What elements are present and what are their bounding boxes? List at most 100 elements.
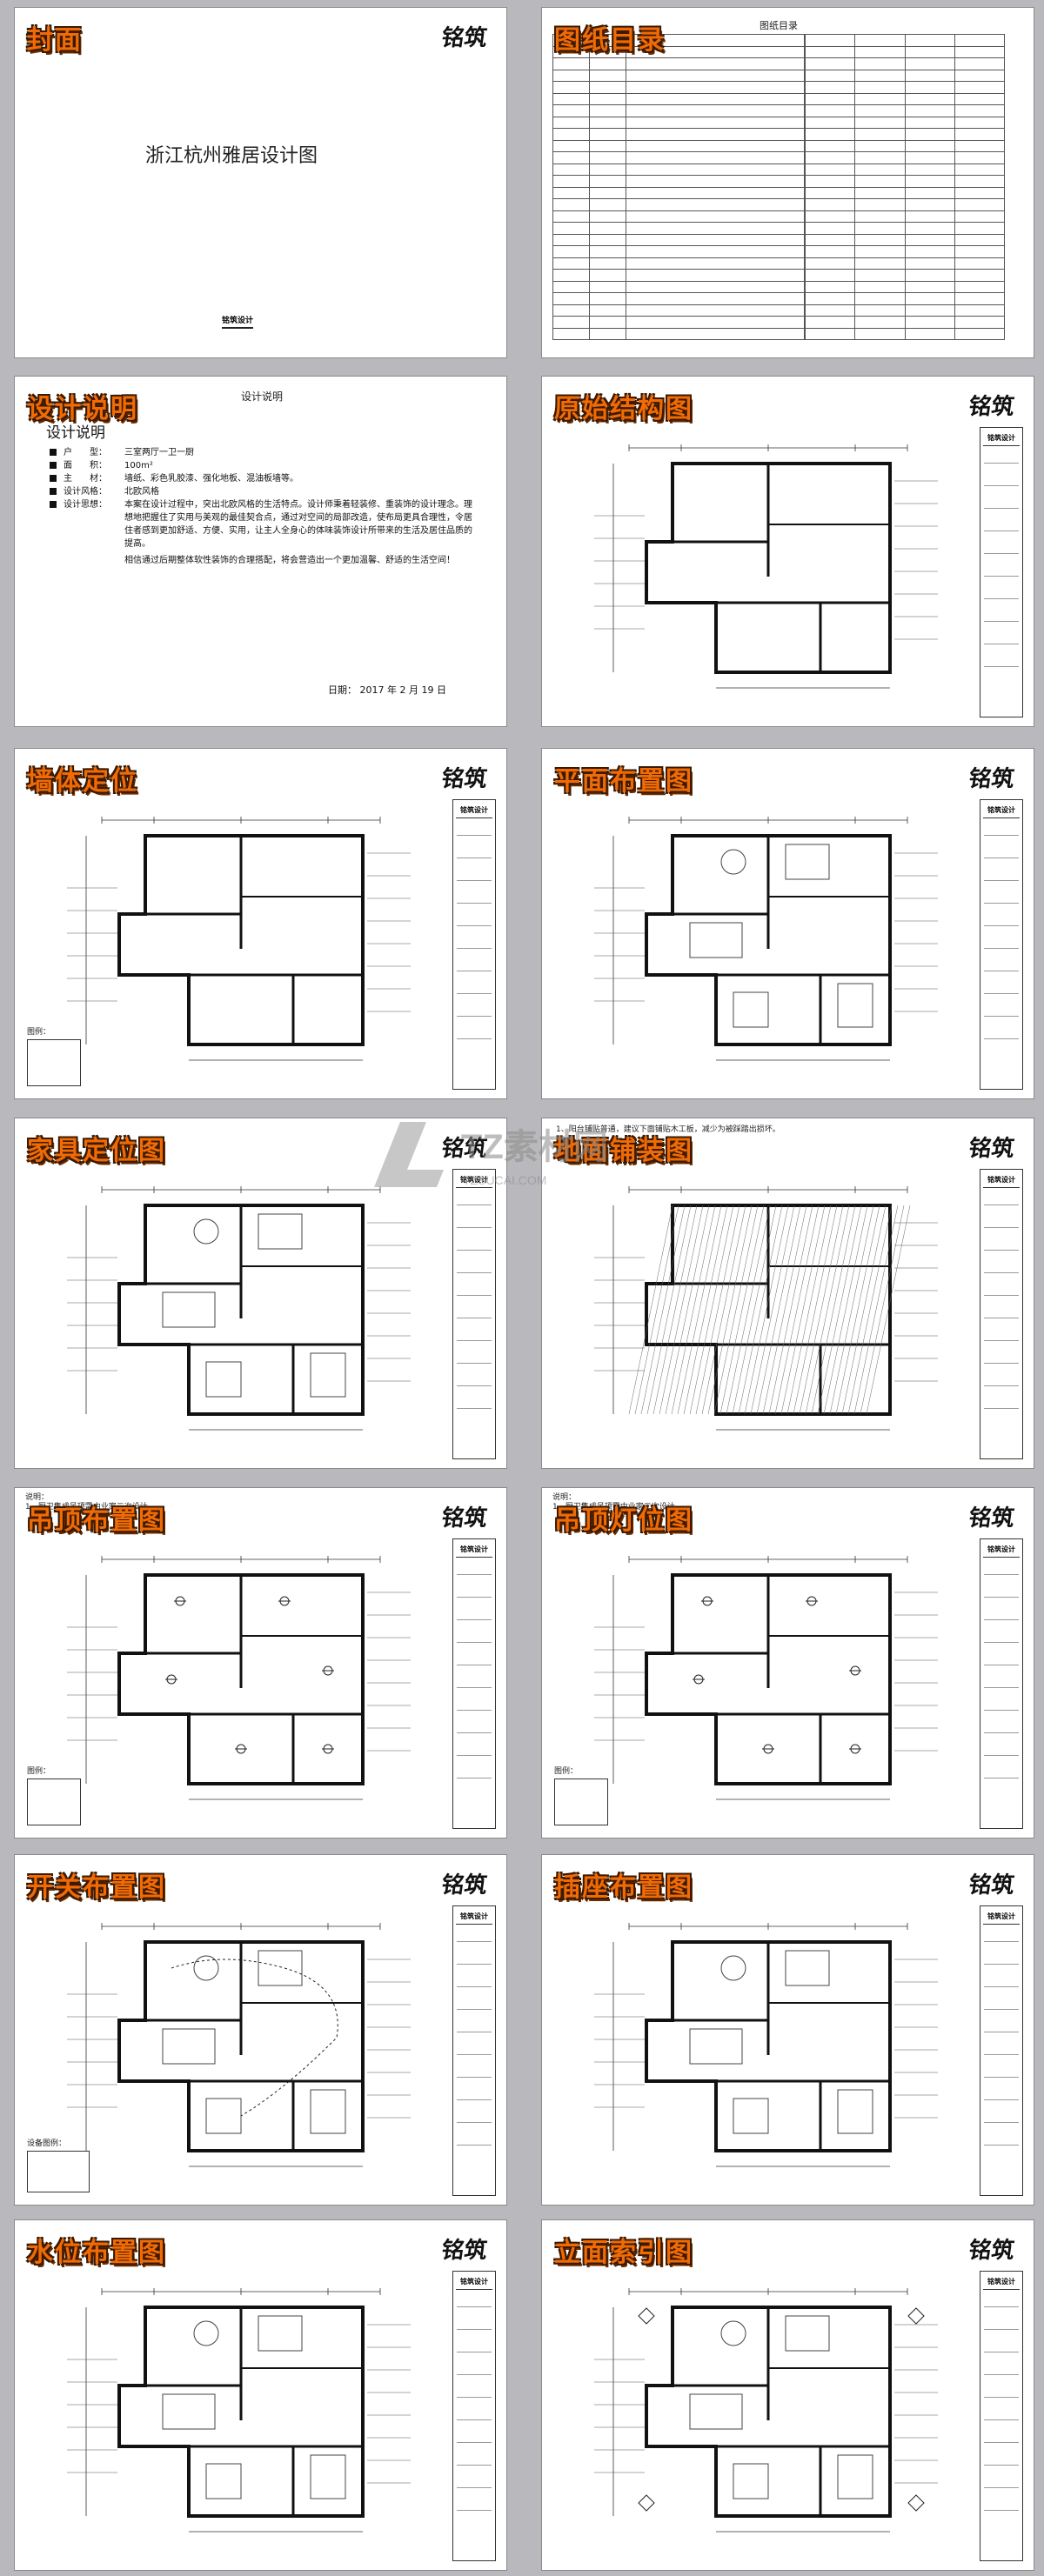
title-block-line — [984, 1408, 1019, 1409]
table-row — [552, 81, 805, 94]
sheet-title: 插座布置图 — [554, 1872, 693, 1903]
sheet-note: 说明： 1、厨卫集成吊顶需由业家二次设计。 — [25, 1493, 156, 1512]
sheet-floor-layout: 平面布置图铭筑铭筑设计 — [541, 748, 1034, 1099]
title-block-line — [984, 1778, 1019, 1779]
table-row — [804, 34, 1006, 47]
title-block-line — [984, 485, 1019, 486]
table-row — [552, 139, 805, 152]
title-block-brand: 铭筑设计 — [456, 2277, 492, 2290]
title-block-line — [457, 1778, 492, 1779]
sheet-title: 封面 — [27, 25, 83, 56]
floor-plan-drawing — [594, 1923, 938, 2167]
title-block-line — [457, 903, 492, 904]
sheet-title: 原始结构图 — [554, 394, 693, 424]
title-block-line — [984, 880, 1019, 881]
title-block-line — [457, 1732, 492, 1733]
title-block-line — [457, 1016, 492, 1017]
table-row — [552, 222, 805, 235]
title-block-line — [984, 1687, 1019, 1688]
notes-date: 日期： 2017 年 2 月 19 日 — [328, 684, 446, 696]
table-row — [552, 116, 805, 129]
notes-item: 主 材：墙纸、彩色乳胶漆、强化地板、混油板墙等。 — [50, 472, 476, 485]
title-block-line — [457, 948, 492, 949]
table-row — [804, 327, 1006, 340]
title-block-line — [457, 1340, 492, 1341]
title-block-line — [984, 1363, 1019, 1364]
logo-mark: 铭筑 — [439, 766, 489, 792]
title-block: 铭筑设计 — [980, 2271, 1023, 2561]
title-block-line — [984, 925, 1019, 926]
sheet-catalog: 图纸目录 图纸目录 — [541, 7, 1034, 358]
title-block-line — [457, 1385, 492, 1386]
title-block-line — [457, 2419, 492, 2420]
floor-plan-drawing — [67, 817, 411, 1061]
logo-mark: 铭筑 — [967, 1872, 1016, 1899]
table-row — [804, 304, 1006, 317]
sheet-title: 立面索引图 — [554, 2238, 693, 2268]
title-block-line — [457, 2099, 492, 2100]
title-block-line — [984, 2077, 1019, 2078]
project-title: 浙江杭州雅居设计图 — [145, 145, 318, 167]
sheet-title: 吊顶布置图 — [27, 1505, 166, 1536]
notes-item: 面 积：100m² — [50, 459, 476, 472]
title-block-line — [984, 1016, 1019, 1017]
sheet-title: 图纸目录 — [554, 25, 666, 56]
title-block-line — [457, 1272, 492, 1273]
legend: 图例： — [27, 1025, 81, 1086]
title-block-line — [457, 2054, 492, 2055]
notes-heading: 设计说明 — [241, 390, 284, 403]
logo-mark: 铭筑 — [967, 2238, 1016, 2264]
title-block-line — [457, 1250, 492, 1251]
table-row — [552, 34, 805, 47]
table-row — [804, 292, 1006, 305]
sheet-title: 水位布置图 — [27, 2238, 166, 2268]
bullet-icon — [50, 501, 57, 508]
title-block-line — [457, 1408, 492, 1409]
title-block-line — [457, 1941, 492, 1942]
title-block: 铭筑设计 — [452, 2271, 496, 2561]
floor-plan-drawing — [67, 2288, 411, 2533]
table-row — [804, 210, 1006, 223]
notes-item: 设计风格：北欧风格 — [50, 485, 476, 498]
logo-mark: 铭筑 — [967, 766, 1016, 792]
table-row — [552, 233, 805, 246]
title-block-brand: 铭筑设计 — [456, 805, 492, 818]
title-block-line — [457, 925, 492, 926]
sheet-title: 开关布置图 — [27, 1872, 166, 1903]
table-row — [552, 128, 805, 141]
title-block-brand: 铭筑设计 — [983, 2277, 1020, 2290]
title-block-line — [457, 2306, 492, 2307]
table-row — [552, 45, 805, 58]
title-block-line — [457, 1619, 492, 1620]
catalog-table-right — [804, 34, 1006, 340]
title-block-brand: 铭筑设计 — [456, 1175, 492, 1188]
title-block-line — [457, 1755, 492, 1756]
notes-closing: 相信通过后期整体软性装饰的合理搭配，将会营造出一个更加温馨、舒适的生活空间！ — [124, 556, 455, 565]
title-block-line — [984, 1619, 1019, 1620]
title-block-line — [457, 2510, 492, 2511]
table-row — [552, 175, 805, 188]
title-block-line — [984, 2419, 1019, 2420]
svg-text:TZ素材网: TZ素材网 — [461, 1128, 608, 1166]
floor-plan-drawing — [67, 1923, 411, 2167]
title-block-line — [984, 2442, 1019, 2443]
title-block-line — [457, 2397, 492, 2398]
table-row — [804, 175, 1006, 188]
sheet-title: 吊顶灯位图 — [554, 1505, 693, 1536]
title-block-line — [984, 1597, 1019, 1598]
title-block-line — [984, 2009, 1019, 2010]
title-block: 铭筑设计 — [980, 799, 1023, 1090]
title-block-line — [457, 2465, 492, 2466]
sheet-design-notes: 设计说明 设计说明 设计说明 户 型：三室两厅一卫一厨 面 积：100m² 主 … — [14, 376, 507, 727]
title-block-line — [984, 2306, 1019, 2307]
table-row — [804, 57, 1006, 70]
table-row — [804, 280, 1006, 293]
bullet-icon — [50, 462, 57, 469]
title-block-line — [984, 1272, 1019, 1273]
table-row — [804, 198, 1006, 211]
notes-item: 设计思想：本案在设计过程中，突出北欧风格的生活特点。设计师秉着轻装修、重装饰的设… — [50, 498, 476, 551]
title-block-line — [984, 1295, 1019, 1296]
title-block-line — [457, 2374, 492, 2375]
table-row — [804, 186, 1006, 199]
logo-mark: 铭筑 — [439, 25, 489, 51]
